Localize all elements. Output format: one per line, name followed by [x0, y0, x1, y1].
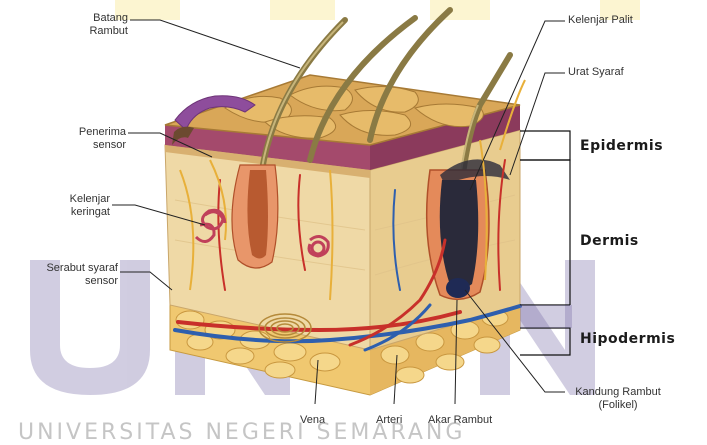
hair-follicle-left [232, 165, 278, 268]
label-serabut-syaraf-sensor: Serabut syaraf sensor [10, 262, 118, 288]
layer-dermis: Dermis [580, 233, 639, 249]
label-kelenjar-keringat: Kelenjar keringat [30, 193, 110, 219]
label-kandung-rambut: Kandung Rambut (Folikel) [566, 386, 670, 412]
watermark-text: UNIVERSITAS NEGERI SEMARANG [18, 420, 465, 445]
layer-epidermis: Epidermis [580, 138, 663, 154]
label-batang-rambut: Batang Rambut [56, 12, 128, 38]
label-urat-syaraf: Urat Syaraf [568, 66, 624, 79]
layer-hipodermis: Hipodermis [580, 331, 675, 347]
label-penerima-sensor: Penerima sensor [40, 126, 126, 152]
label-kelenjar-palit: Kelenjar Palit [568, 14, 633, 27]
watermark-band [520, 305, 572, 328]
